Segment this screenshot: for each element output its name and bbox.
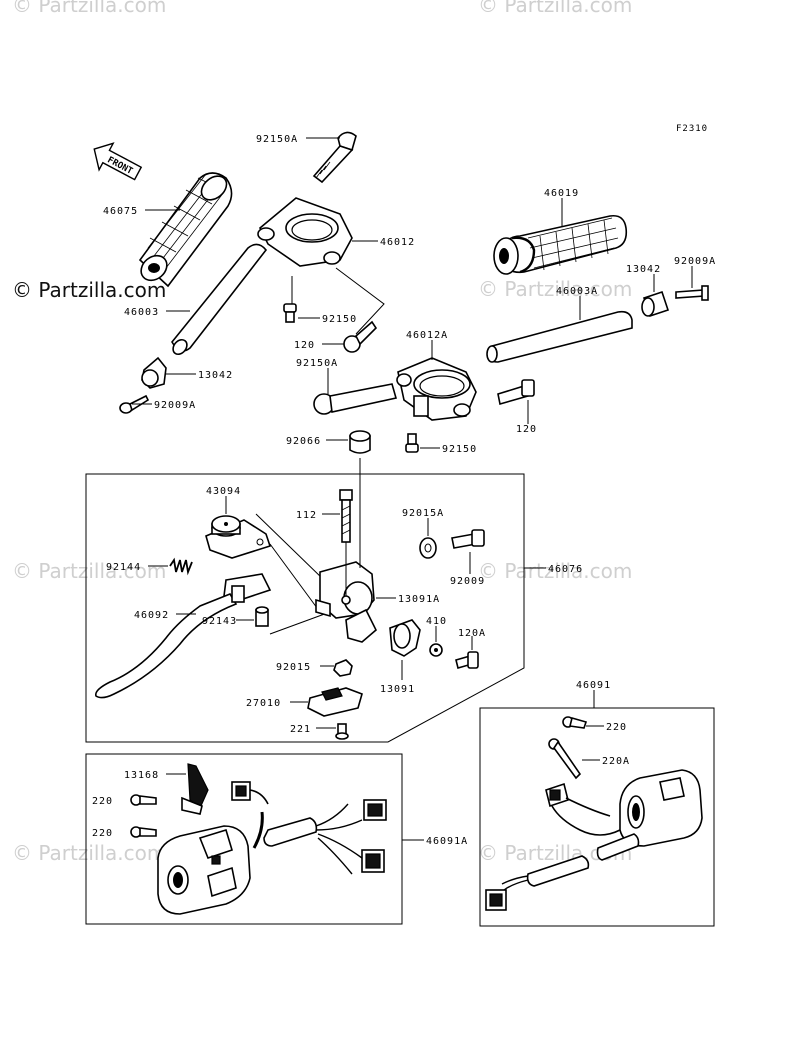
switch-assembly-right-box (479, 707, 715, 927)
callout-92144: 92144 (106, 562, 141, 573)
switch-assembly-left-box (85, 753, 403, 925)
bushing-92143 (255, 606, 269, 627)
callout-92009A-right: 92009A (674, 256, 716, 267)
washer-410 (429, 643, 443, 657)
callout-221: 221 (290, 724, 311, 735)
wire-harness-right (485, 782, 640, 911)
figure-code: F2310 (676, 124, 708, 134)
callout-220-right: 220 (606, 722, 627, 733)
right-switch-housing (619, 769, 703, 847)
callout-92066: 92066 (286, 436, 321, 447)
callout-46003A: 46003A (556, 286, 598, 297)
bolt-120-a (343, 320, 378, 353)
bolt-92150A-mid (313, 383, 398, 415)
callout-92150-b: 92150 (442, 444, 477, 455)
callout-46092: 46092 (134, 610, 169, 621)
callout-92150-a: 92150 (322, 314, 357, 325)
clamp-46012A (396, 357, 477, 421)
screw-220-right (562, 716, 588, 729)
callout-220-left-b: 220 (92, 828, 113, 839)
callout-120-b: 120 (516, 424, 537, 435)
screw-221 (335, 723, 349, 740)
bolt-112 (339, 489, 353, 543)
callout-92143: 92143 (202, 616, 237, 627)
callout-92009: 92009 (450, 576, 485, 587)
screw-220-left-b (130, 826, 157, 838)
switch-27010 (307, 687, 363, 717)
callout-120A: 120A (458, 628, 486, 639)
callout-410: 410 (426, 616, 447, 627)
bolt-92150-b (405, 433, 419, 453)
screw-220A (548, 738, 582, 780)
callout-13091: 13091 (380, 684, 415, 695)
clamp-body-13091A (315, 561, 377, 643)
front-arrow-icon: FRONT (93, 142, 143, 181)
callout-43094: 43094 (206, 486, 241, 497)
callout-92150A-mid: 92150A (296, 358, 338, 369)
callout-13091A: 13091A (398, 594, 440, 605)
bar-end-weight-left (141, 356, 167, 389)
nut-92015 (333, 659, 353, 677)
lever-assembly-box (85, 473, 525, 743)
callout-13042-left: 13042 (198, 370, 233, 381)
right-grip (493, 214, 628, 275)
handlebar-tube-left (171, 243, 268, 356)
callout-46091A: 46091A (426, 836, 468, 847)
callout-92015A: 92015A (402, 508, 444, 519)
clamp-half-13091 (389, 619, 421, 657)
watermark-top-left: © Partzilla.com (12, 0, 166, 17)
watermark-right: © Partzilla.com (478, 277, 632, 301)
spring-92144 (169, 557, 193, 576)
lever-46092 (94, 573, 272, 699)
watermark-left: © Partzilla.com (12, 278, 166, 302)
callout-220-left-a: 220 (92, 796, 113, 807)
cap-92066 (349, 430, 371, 454)
bolt-92150-a (283, 303, 297, 323)
screw-92009A-right (675, 285, 709, 301)
callout-13042-right: 13042 (626, 264, 661, 275)
callout-46091: 46091 (576, 680, 611, 691)
clamp-46012 (257, 197, 353, 267)
watermark-top-right: © Partzilla.com (478, 0, 632, 17)
screw-92009 (451, 529, 485, 549)
bolt-92150A-top (312, 131, 357, 184)
callout-92015: 92015 (276, 662, 311, 673)
callout-13168: 13168 (124, 770, 159, 781)
callout-46012: 46012 (380, 237, 415, 248)
bolt-120-b (497, 379, 535, 406)
adjuster-43094 (205, 515, 272, 559)
watermark-mid-left: © Partzilla.com (12, 559, 166, 583)
callout-112: 112 (296, 510, 317, 521)
callout-92009A-left: 92009A (154, 400, 196, 411)
wire-harness-left (231, 781, 387, 875)
bolt-120A (455, 651, 479, 669)
callout-46019: 46019 (544, 188, 579, 199)
handlebar-tube-right (486, 310, 633, 363)
left-switch-housing (157, 825, 251, 915)
callout-46003: 46003 (124, 307, 159, 318)
callout-46076: 46076 (548, 564, 583, 575)
clip-13168 (181, 763, 209, 815)
callout-46075: 46075 (103, 206, 138, 217)
watermark-bottom-left: © Partzilla.com (12, 841, 166, 865)
watermark-mid-right: © Partzilla.com (478, 559, 632, 583)
bar-end-weight-right (641, 290, 670, 318)
screw-92009A-left (119, 394, 150, 414)
callout-92150A-top: 92150A (256, 134, 298, 145)
screw-220-left-a (130, 794, 157, 806)
callout-27010: 27010 (246, 698, 281, 709)
callout-120-a: 120 (294, 340, 315, 351)
nut-92015A (419, 537, 437, 559)
callout-220A: 220A (602, 756, 630, 767)
callout-46012A: 46012A (406, 330, 448, 341)
left-grip (138, 172, 233, 288)
